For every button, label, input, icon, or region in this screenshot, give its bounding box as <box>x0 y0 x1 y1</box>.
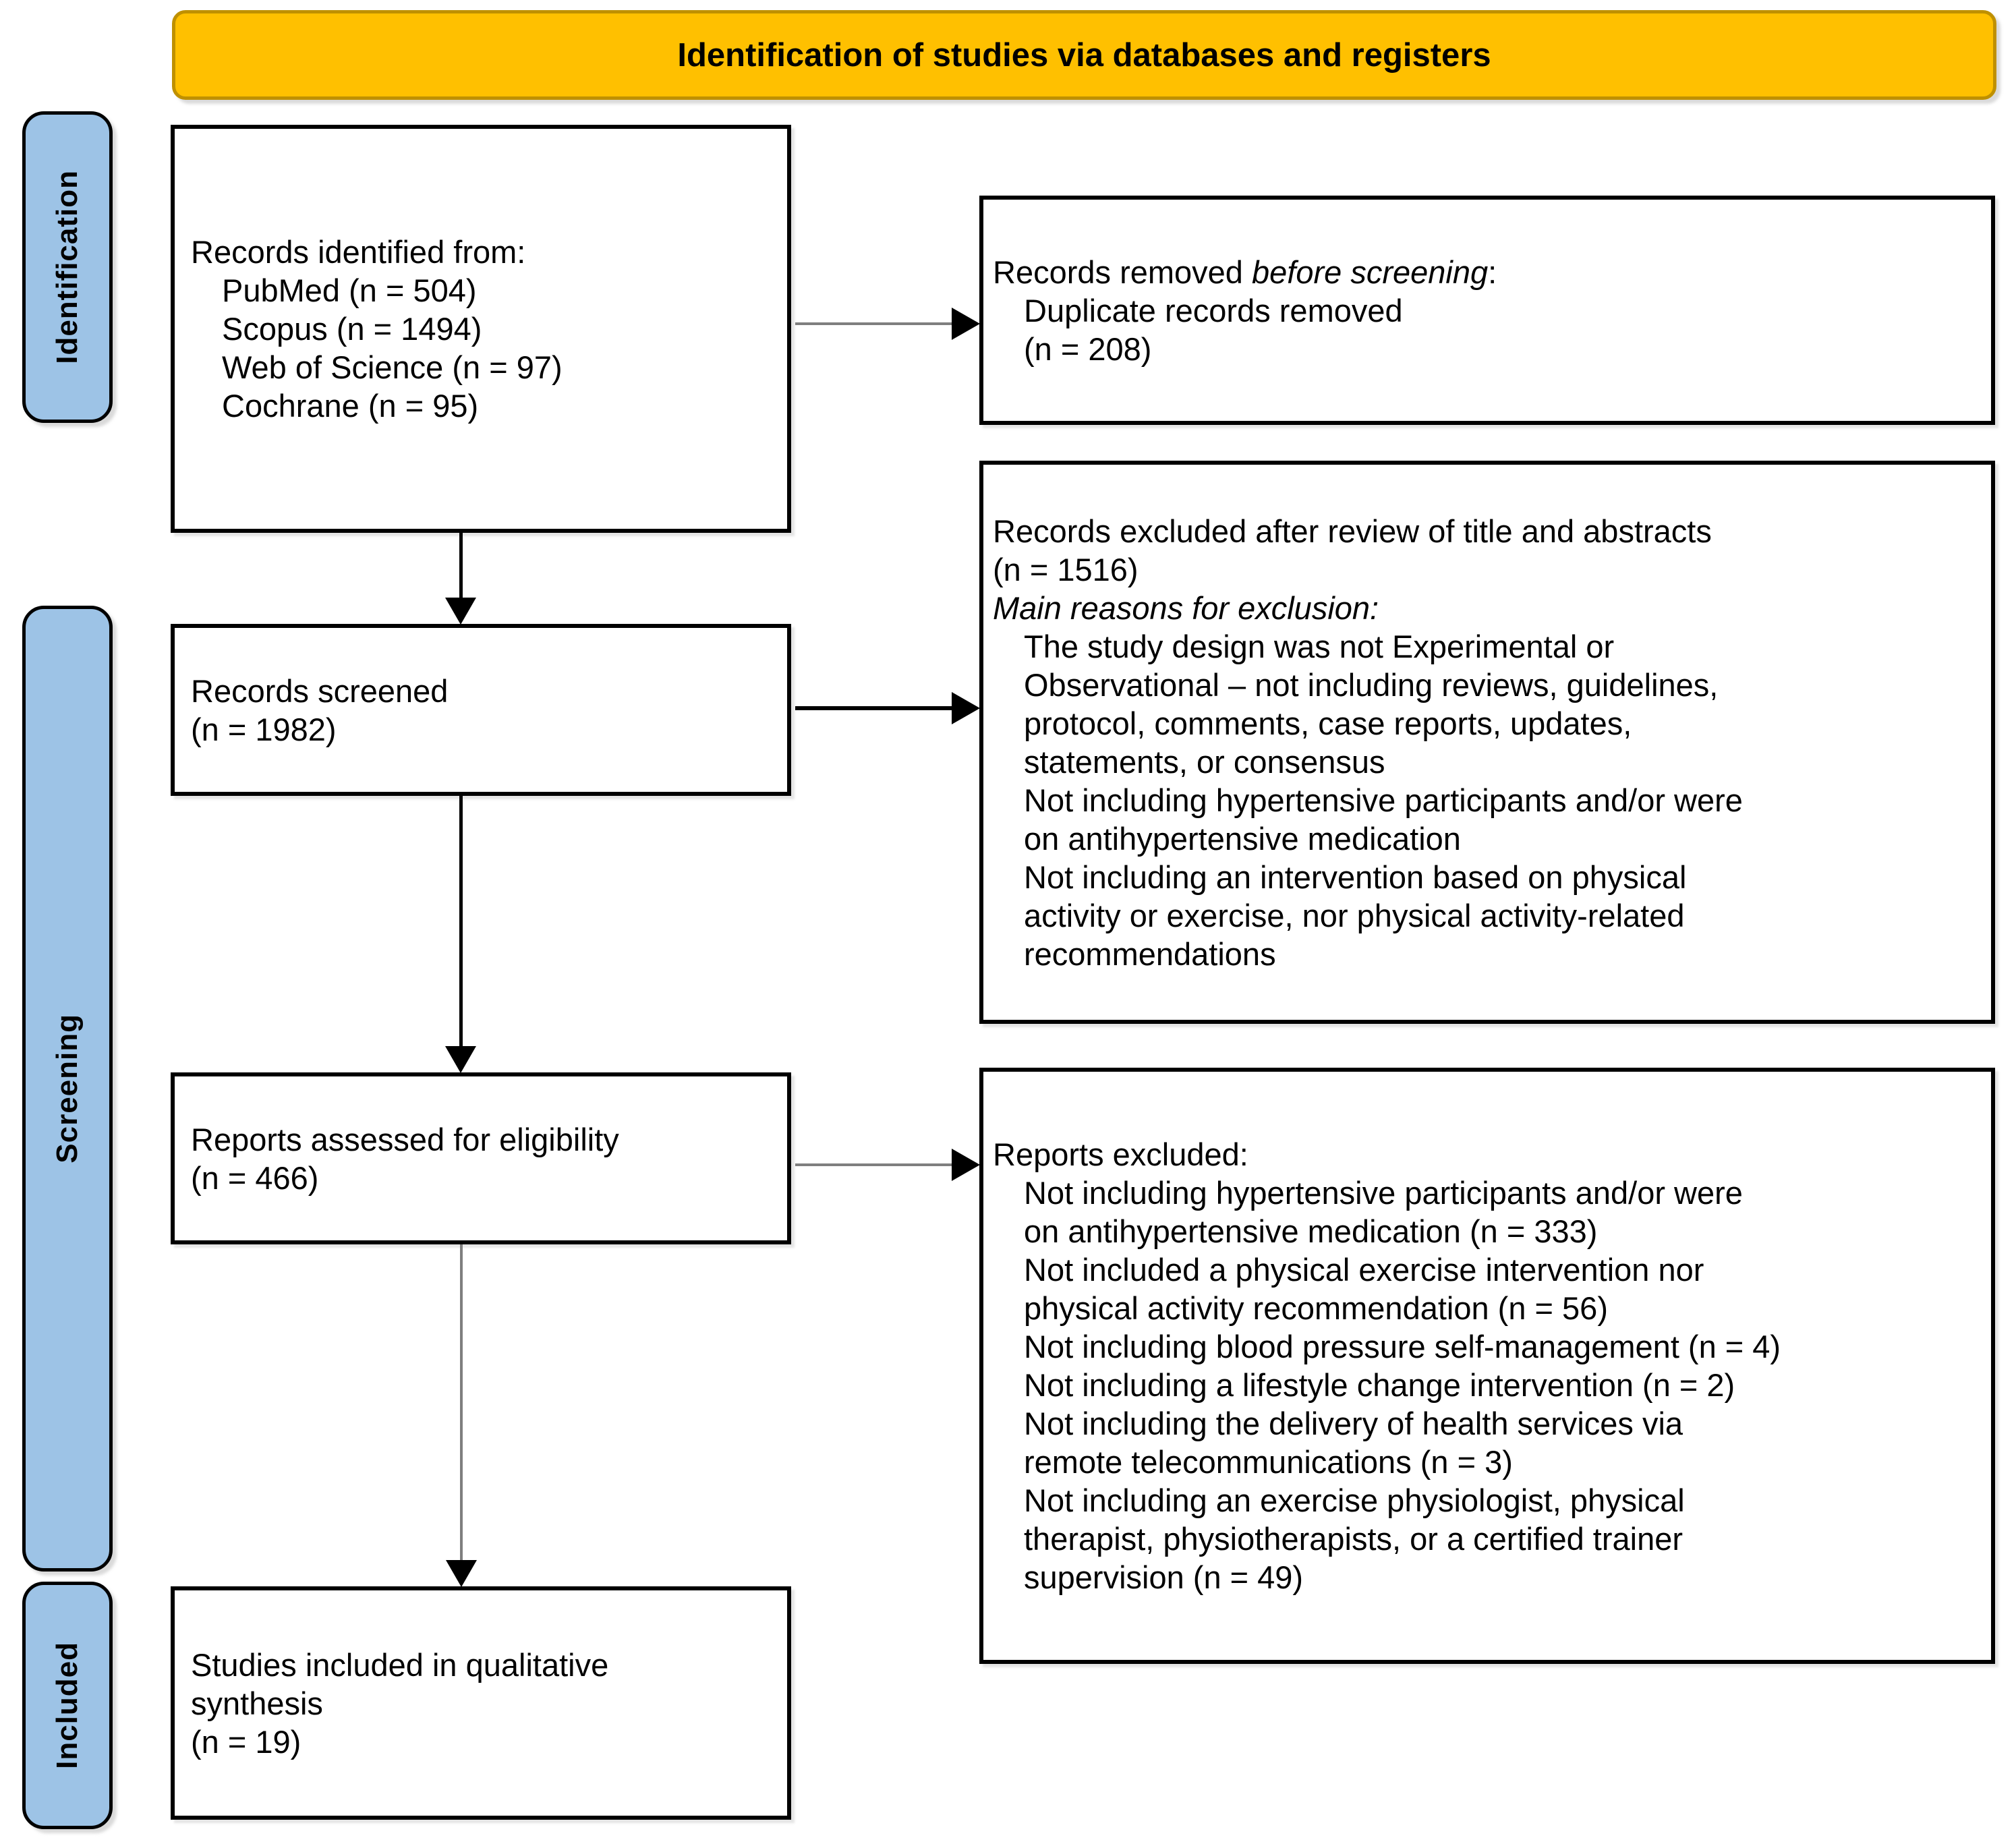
box-reports-assessed: Reports assessed for eligibility (n = 46… <box>171 1072 791 1244</box>
box-text: Records screened (n = 1982) <box>191 672 449 747</box>
list-item: Scopus (n = 1494) <box>222 311 482 347</box>
list-item: Not including blood pressure self-manage… <box>1024 1329 1781 1364</box>
connector-assessed-to-included <box>460 1244 463 1560</box>
arrowhead-right-icon <box>952 308 980 340</box>
box-heading: Records identified from: <box>191 234 526 270</box>
box-records-screened: Records screened (n = 1982) <box>171 624 791 796</box>
list-item: Not including an intervention based on p… <box>1024 859 1687 972</box>
list-item: Not including an exercise physiologist, … <box>1024 1482 1685 1595</box>
stage-label-screening: Screening <box>22 606 113 1572</box>
stage-label-text: Screening <box>51 1014 84 1163</box>
box-records-excluded-title-abstract: Records excluded after review of title a… <box>979 461 1995 1024</box>
list-item: Duplicate records removed (n = 208) <box>1024 292 1403 367</box>
box-subheading: Main reasons for exclusion: <box>993 589 1379 626</box>
list-item: PubMed (n = 504) <box>222 272 477 308</box>
box-text: Studies included in qualitative synthesi… <box>191 1646 609 1760</box>
stage-label-text: Included <box>51 1642 84 1769</box>
arrowhead-right-icon <box>952 1149 980 1181</box>
box-heading: Records removed before screening: <box>993 253 1978 291</box>
box-text: Reports assessed for eligibility (n = 46… <box>191 1121 619 1196</box>
stage-label-included: Included <box>22 1582 113 1829</box>
connector-screened-to-assessed <box>459 796 463 1047</box>
box-studies-included: Studies included in qualitative synthesi… <box>171 1586 791 1820</box>
list-item: Not including hypertensive participants … <box>1024 782 1743 857</box>
list-item: Not including hypertensive participants … <box>1024 1175 1743 1249</box>
connector-identified-to-removed <box>795 322 955 325</box>
arrowhead-down-icon <box>445 598 476 625</box>
heading-italic: before screening <box>1252 254 1489 290</box>
arrowhead-down-icon <box>446 1560 477 1587</box>
connector-identified-to-screened <box>459 533 463 600</box>
box-records-removed: Records removed before screening: Duplic… <box>979 196 1995 425</box>
box-reports-excluded: Reports excluded: Not including hyperten… <box>979 1068 1995 1664</box>
connector-assessed-to-excluded <box>795 1163 955 1166</box>
box-records-identified: Records identified from: PubMed (n = 504… <box>171 125 791 533</box>
list-item: Not included a physical exercise interve… <box>1024 1252 1704 1326</box>
box-heading: Reports excluded: <box>993 1136 1248 1172</box>
title-banner: Identification of studies via databases … <box>172 10 1996 100</box>
box-heading: Records excluded after review of title a… <box>993 513 1712 587</box>
connector-screened-to-excluded <box>795 706 955 710</box>
list-item: Not including a lifestyle change interve… <box>1024 1367 1735 1403</box>
stage-label-text: Identification <box>51 170 84 364</box>
arrowhead-right-icon <box>952 692 980 724</box>
list-item: Cochrane (n = 95) <box>222 388 479 424</box>
arrowhead-down-icon <box>445 1046 476 1073</box>
page-title: Identification of studies via databases … <box>677 36 1491 74</box>
list-item: Not including the delivery of health ser… <box>1024 1406 1683 1480</box>
list-item: The study design was not Experimental or… <box>1024 628 1719 780</box>
heading-prefix: Records removed <box>993 254 1252 290</box>
stage-label-identification: Identification <box>22 111 113 423</box>
list-item: Web of Science (n = 97) <box>222 349 563 385</box>
heading-suffix: : <box>1488 254 1497 290</box>
